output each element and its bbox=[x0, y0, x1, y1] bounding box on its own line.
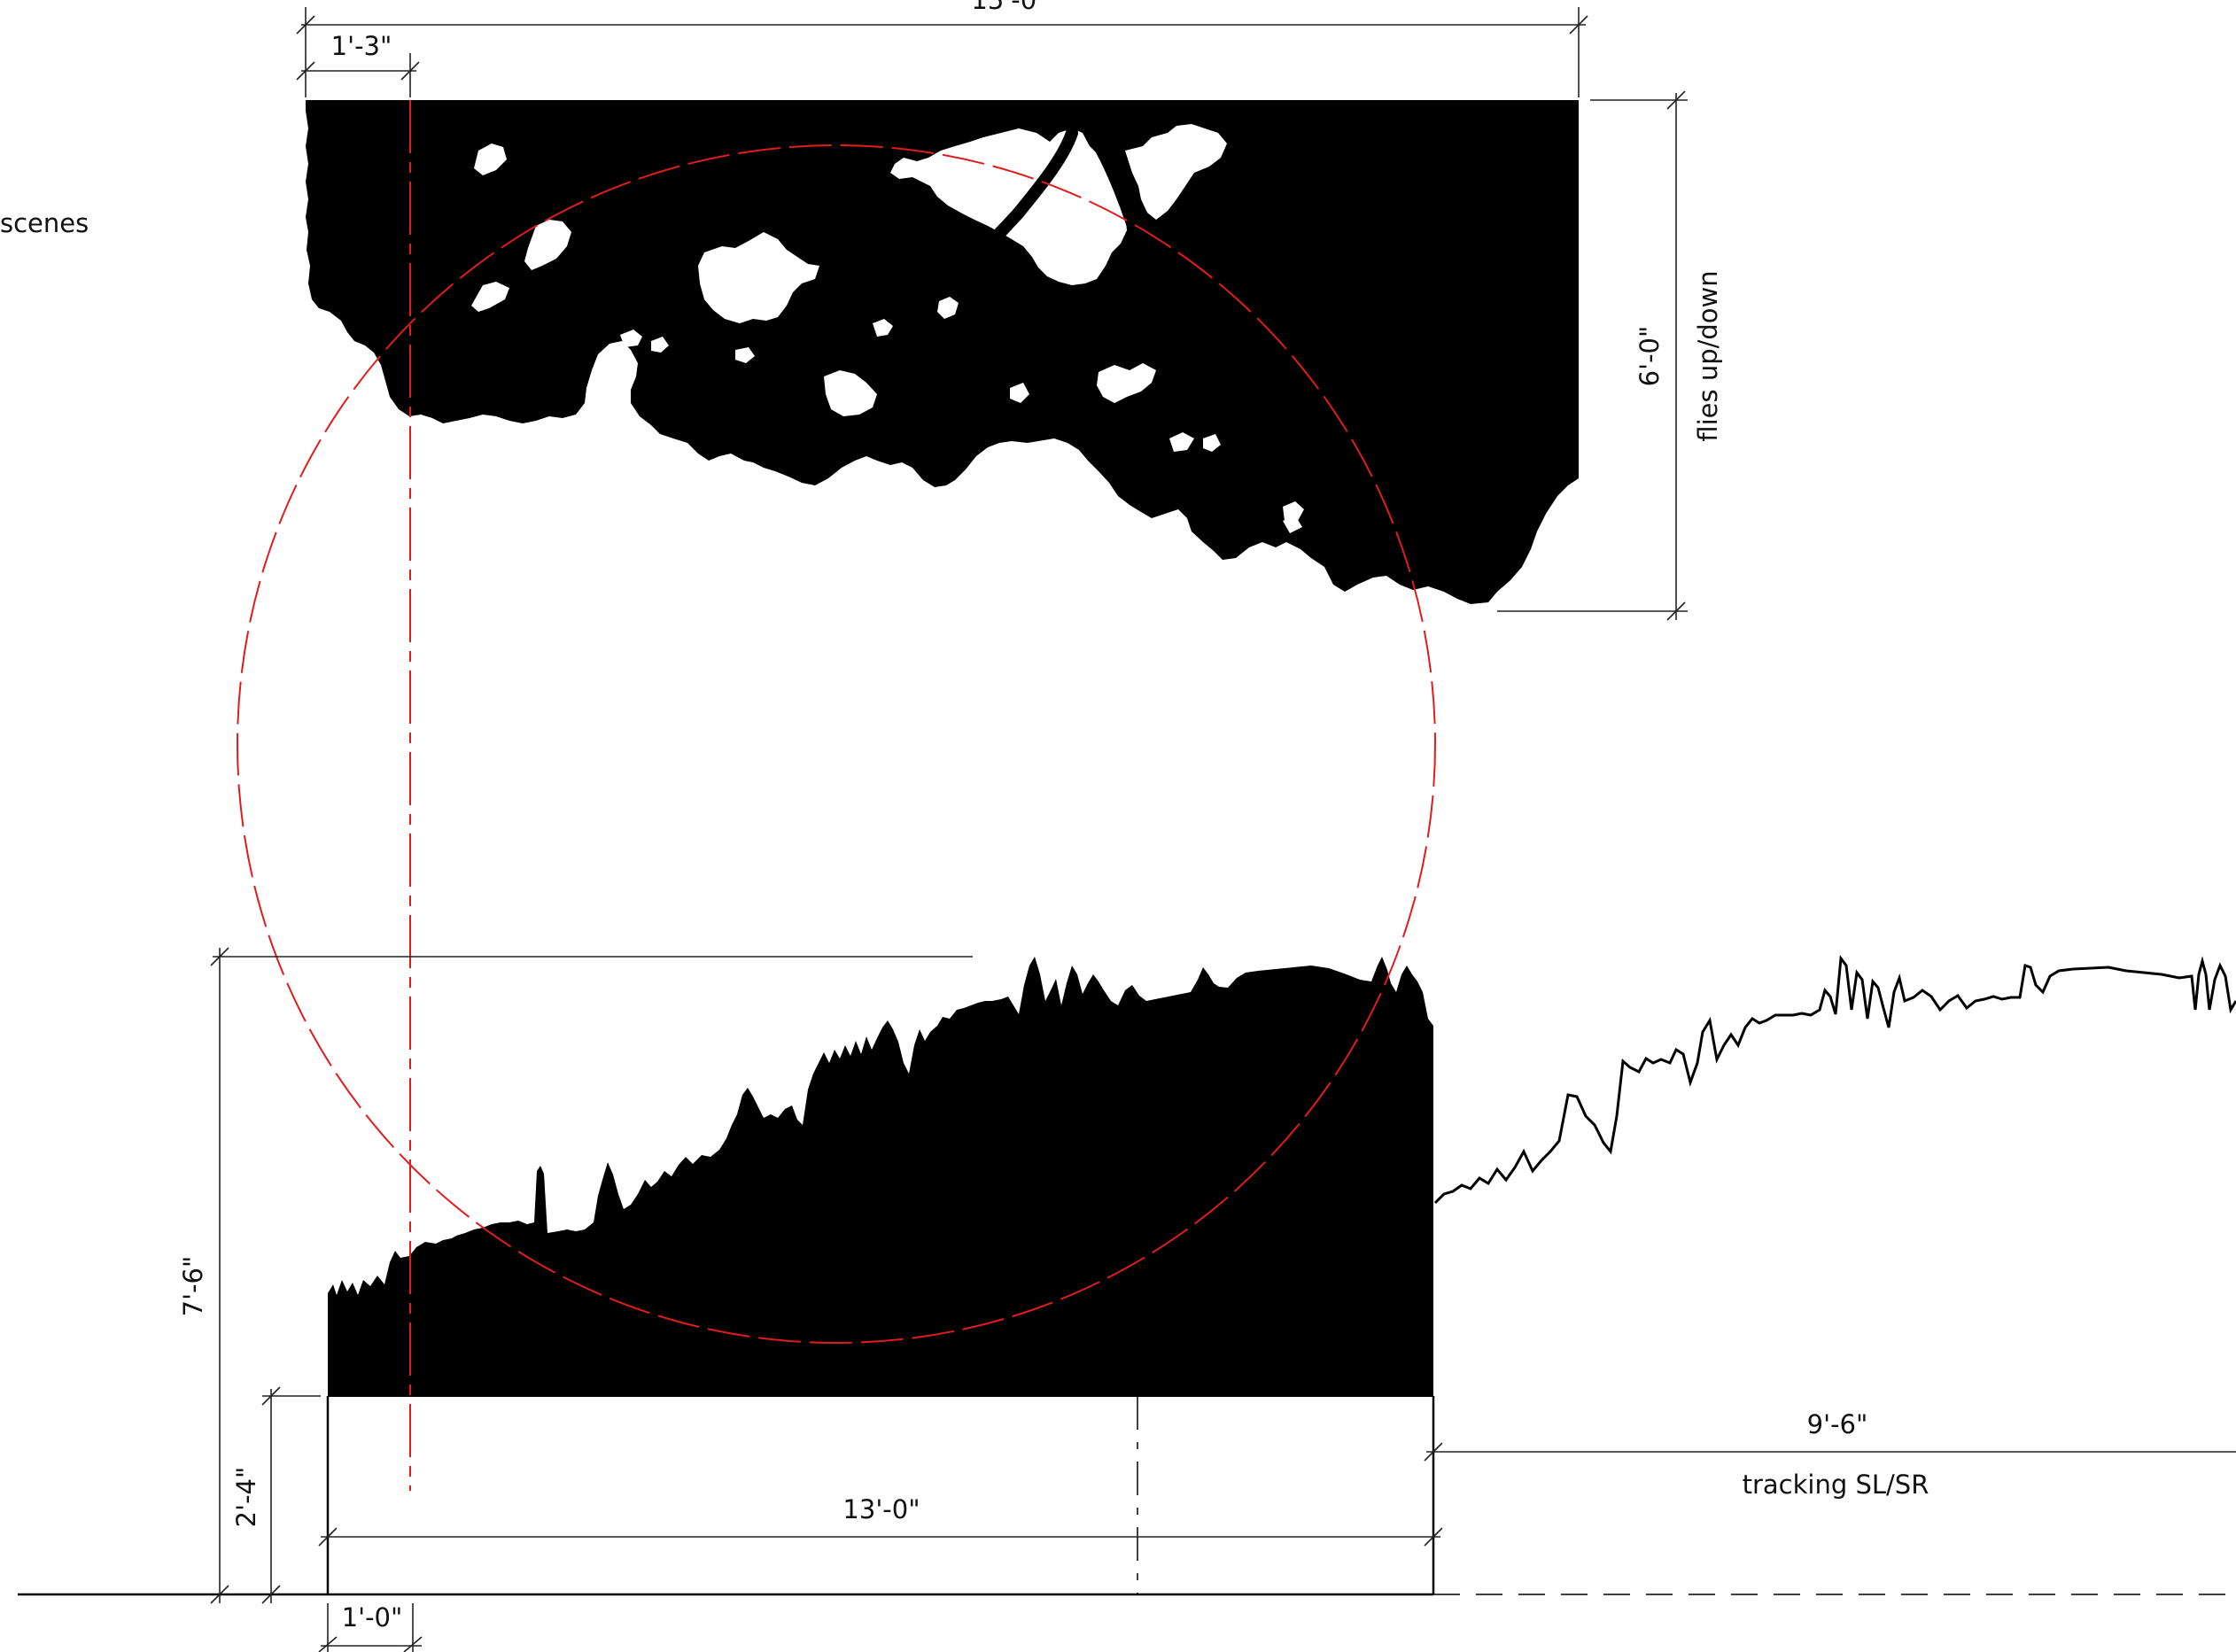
dimension-lines bbox=[210, 7, 2236, 1652]
dim-bottom-width: 13'-0" bbox=[842, 1494, 920, 1524]
dim-bottom-offset: 1'-0" bbox=[342, 1602, 403, 1633]
revolve-circle bbox=[237, 144, 1436, 1344]
note-flies: flies up/down bbox=[1693, 270, 1723, 441]
dim-top-height: 6'-0" bbox=[1634, 326, 1665, 387]
dim-track-length: 9'-6" bbox=[1807, 1409, 1868, 1439]
dim-bottom-total-height: 7'-6" bbox=[178, 1256, 208, 1317]
dim-bottom-platform-height: 2'-4" bbox=[231, 1467, 261, 1528]
flying-foliage-piece bbox=[306, 100, 1579, 604]
note-scenes: scenes bbox=[0, 208, 89, 238]
note-tracking: tracking SL/SR bbox=[1743, 1470, 1929, 1500]
platform-outline bbox=[18, 1395, 2236, 1596]
dim-top-offset: 1'-3" bbox=[331, 31, 392, 61]
dim-top-width: 15'-0" bbox=[971, 0, 1048, 15]
tracking-skyline-piece bbox=[328, 954, 2236, 1396]
red-centerlines bbox=[237, 100, 1436, 1491]
